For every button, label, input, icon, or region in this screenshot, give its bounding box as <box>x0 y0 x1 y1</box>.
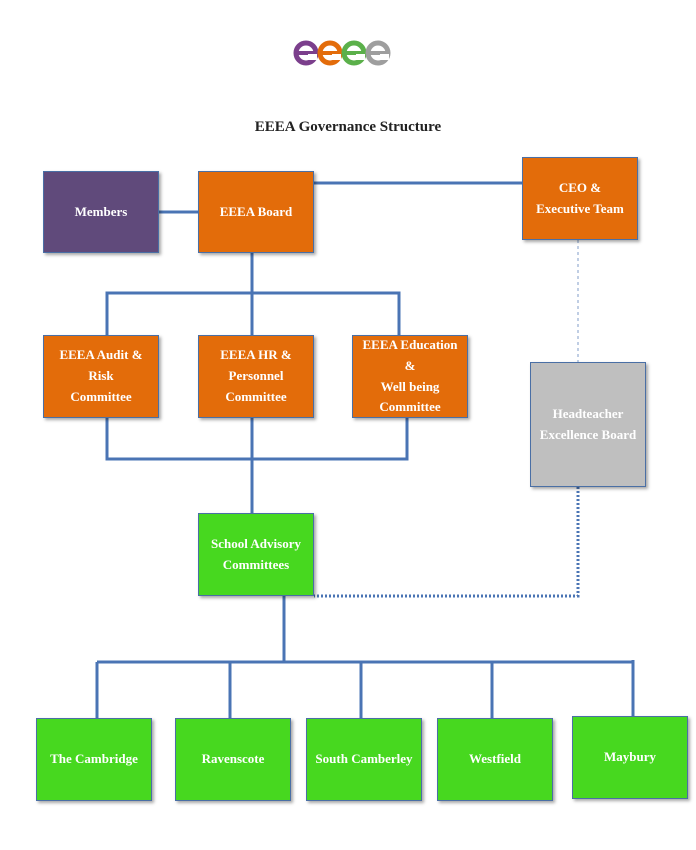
school-box-westfield: Westfield <box>437 718 553 801</box>
school-box-maybury: Maybury <box>572 716 688 799</box>
school-box-ravenscote: Ravenscote <box>175 718 291 801</box>
diagram-title: EEEA Governance Structure <box>254 119 442 135</box>
line-committees-bottom-bus <box>105 418 409 461</box>
school-label: Westfield <box>469 751 521 767</box>
hr-personnel-committee-box: EEEA HR & Personnel Committee <box>198 335 314 418</box>
audit-risk-committee-label: EEEA Audit & Risk Committee <box>59 347 143 404</box>
school-advisory-committees-box: School Advisory Committees <box>198 513 314 596</box>
logo-letter-e-purple <box>293 40 319 66</box>
headteacher-excellence-board-box: Headteacher Excellence Board <box>530 362 646 487</box>
audit-risk-committee-box: EEEA Audit & Risk Committee <box>43 335 159 418</box>
eeea-logo <box>293 40 391 66</box>
line-headteacher-advisory-dotted <box>314 487 580 598</box>
logo-letter-e-grey <box>365 40 391 66</box>
headteacher-excellence-board-label: Headteacher Excellence Board <box>539 405 637 442</box>
members-box: Members <box>43 171 159 253</box>
education-wellbeing-committee-label: EEEA Education & Well being Committee <box>362 336 458 415</box>
eeea-board-label: EEEA Board <box>219 203 293 219</box>
school-label: Ravenscote <box>201 751 265 767</box>
ceo-executive-team-label: CEO & Executive Team <box>536 179 624 216</box>
logo-letter-e-green <box>341 40 367 66</box>
school-label: Maybury <box>604 749 656 765</box>
logo-letter-e-orange <box>317 40 343 66</box>
school-box-the-cambridge: The Cambridge <box>36 718 152 801</box>
hr-personnel-committee-label: EEEA HR & Personnel Committee <box>220 347 292 404</box>
school-advisory-committees-label: School Advisory Committees <box>211 535 301 572</box>
ceo-executive-team-box: CEO & Executive Team <box>522 157 638 240</box>
school-box-south-camberley: South Camberley <box>306 718 422 801</box>
school-label: The Cambridge <box>50 751 138 767</box>
education-wellbeing-committee-box: EEEA Education & Well being Committee <box>352 335 468 418</box>
school-label: South Camberley <box>315 751 413 767</box>
members-label: Members <box>74 203 128 219</box>
eeea-board-box: EEEA Board <box>198 171 314 253</box>
